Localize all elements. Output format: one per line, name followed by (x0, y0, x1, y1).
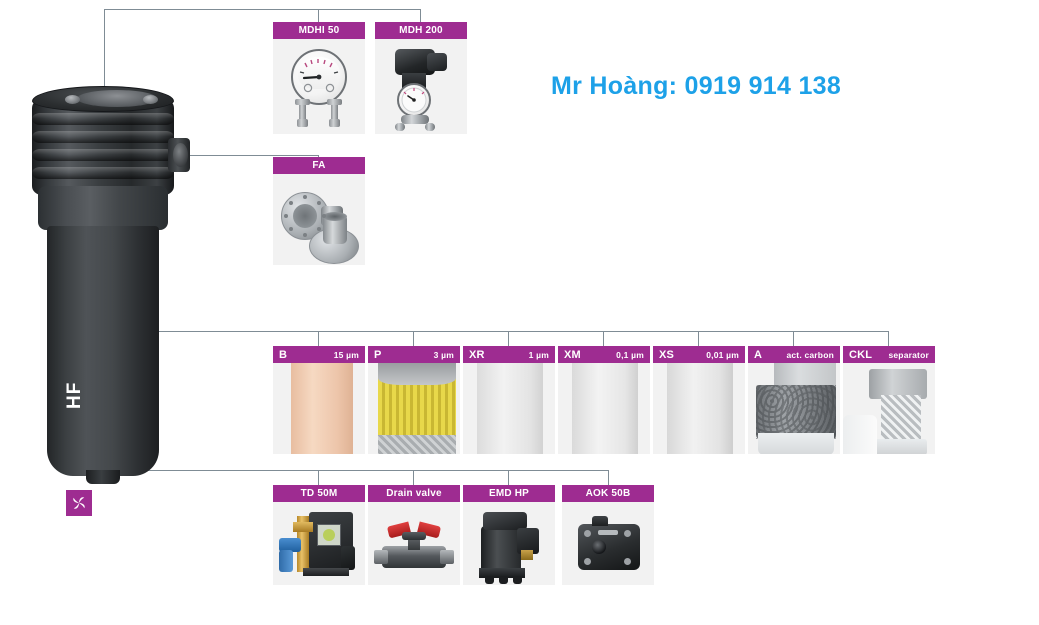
flange-pair (273, 174, 365, 265)
panel-label: XR 1 µm (463, 346, 555, 363)
element-ckl-separator (843, 363, 935, 454)
product-panel-mdhi50[interactable]: MDHI 50 (273, 22, 365, 134)
housing-neck (38, 186, 168, 230)
element-code: A (754, 348, 763, 361)
timer-drain (273, 502, 365, 585)
element-panel-xs[interactable]: XS 0,01 µm (653, 346, 745, 454)
housing-port-hole (173, 143, 188, 167)
differential-pressure-gauge (273, 39, 365, 134)
contact-phone: Mr Hoàng: 0919 914 138 (551, 72, 842, 100)
leader-segment (318, 470, 319, 485)
housing-bolt (65, 95, 80, 104)
filter-housing: HF (18, 86, 190, 516)
panel-label: XM 0,1 µm (558, 346, 650, 363)
element-b-depth (273, 363, 365, 454)
element-code: B (279, 348, 288, 361)
pressure-switch (375, 39, 467, 134)
element-code: XR (469, 348, 485, 361)
panel-label: MDH 200 (375, 22, 467, 39)
element-panel-ckl[interactable]: CKL separator (843, 346, 935, 454)
leader-segment (420, 9, 421, 22)
leader-segment (119, 331, 889, 332)
leader-segment (508, 331, 509, 346)
element-spec: 15 µm (333, 349, 359, 360)
electronic-drain-hp (463, 502, 555, 585)
ball-valve (368, 502, 460, 585)
panel-label: Drain valve (368, 485, 460, 502)
housing-bowl (47, 226, 159, 476)
product-panel-emdhp[interactable]: EMD HP (463, 485, 555, 585)
leader-segment (413, 331, 414, 346)
element-p-pleated (368, 363, 460, 454)
element-spec: act. carbon (786, 349, 834, 360)
element-spec: 1 µm (528, 349, 549, 360)
product-panel-drain-valve[interactable]: Drain valve (368, 485, 460, 585)
panel-label: EMD HP (463, 485, 555, 502)
panel-label: AOK 50B (562, 485, 654, 502)
leader-segment (698, 331, 699, 346)
element-code: P (374, 348, 382, 361)
leader-segment (318, 9, 319, 22)
element-panel-p[interactable]: P 3 µm (368, 346, 460, 454)
element-panel-a[interactable]: A act. carbon (748, 346, 840, 454)
housing-rib (32, 131, 174, 143)
leader-segment (603, 331, 604, 346)
panel-label: B 15 µm (273, 346, 365, 363)
element-code: XS (659, 348, 675, 361)
element-spec: 0,01 µm (706, 349, 739, 360)
housing-rib (32, 149, 174, 161)
housing-top-lid (32, 86, 174, 112)
condensate-separator (562, 502, 654, 585)
leader-segment (104, 9, 421, 10)
product-panel-aok50b[interactable]: AOK 50B (562, 485, 654, 585)
leader-segment (508, 470, 509, 485)
element-xm-microfiber (558, 363, 650, 454)
leader-segment (186, 155, 318, 156)
product-panel-fa[interactable]: FA (273, 157, 365, 265)
element-code: CKL (849, 348, 873, 361)
product-panel-mdh200[interactable]: MDH 200 (375, 22, 467, 134)
leader-segment (413, 470, 414, 485)
panel-label: CKL separator (843, 346, 935, 363)
element-xr-microfiber (463, 363, 555, 454)
panel-label: P 3 µm (368, 346, 460, 363)
element-spec: 3 µm (433, 349, 454, 360)
leader-segment (104, 9, 105, 97)
leader-segment (888, 331, 889, 346)
fan-logo (66, 490, 92, 516)
element-panel-b[interactable]: B 15 µm (273, 346, 365, 454)
leader-segment (793, 331, 794, 346)
housing-rib (32, 113, 174, 125)
element-panel-xr[interactable]: XR 1 µm (463, 346, 555, 454)
product-panel-td50m[interactable]: TD 50M (273, 485, 365, 585)
element-code: XM (564, 348, 581, 361)
leader-segment (119, 470, 609, 471)
element-xs-microfiber (653, 363, 745, 454)
housing-rib (32, 167, 174, 179)
panel-label: FA (273, 157, 365, 174)
housing-brand-label: HF (64, 381, 85, 409)
panel-label: MDHI 50 (273, 22, 365, 39)
element-spec: 0,1 µm (616, 349, 644, 360)
housing-bolt (143, 95, 158, 104)
panel-label: XS 0,01 µm (653, 346, 745, 363)
element-panel-xm[interactable]: XM 0,1 µm (558, 346, 650, 454)
element-spec: separator (888, 349, 929, 360)
element-a-carbon (748, 363, 840, 454)
leader-segment (318, 331, 319, 346)
housing-head (32, 99, 174, 195)
panel-label: A act. carbon (748, 346, 840, 363)
housing-lid-plate (77, 90, 157, 107)
panel-label: TD 50M (273, 485, 365, 502)
leader-segment (608, 470, 609, 485)
housing-drain-boss (86, 470, 120, 484)
